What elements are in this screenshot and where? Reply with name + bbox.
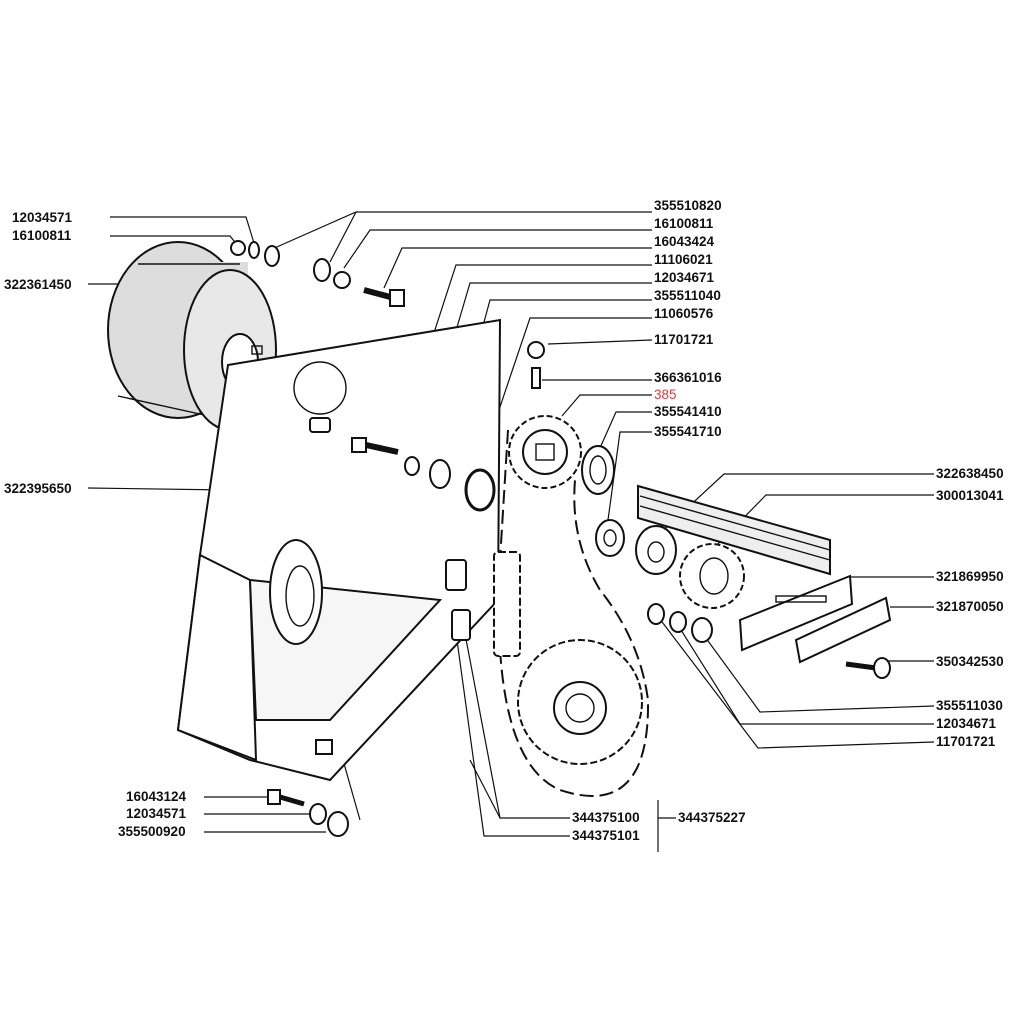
label-16100811-b: 16100811 <box>654 216 714 231</box>
label-355541710: 355541710 <box>654 424 722 439</box>
label-344375101: 344375101 <box>572 828 640 843</box>
housing-bolt-stack <box>351 437 496 512</box>
label-321870050: 321870050 <box>936 599 1004 614</box>
label-322361450: 322361450 <box>4 277 72 292</box>
label-12034571-a: 12034571 <box>12 210 73 225</box>
label-12034671-b: 12034671 <box>936 716 997 731</box>
label-322395650: 322395650 <box>4 481 72 496</box>
label-355500920: 355500920 <box>118 824 186 839</box>
label-350342530: 350342530 <box>936 654 1004 669</box>
chain-housing <box>176 318 502 782</box>
label-16043424: 16043424 <box>654 234 715 249</box>
part-labels: 12034571 16100811 322361450 322395650 35… <box>4 198 1004 843</box>
label-321869950: 321869950 <box>936 569 1004 584</box>
label-11106021: 11106021 <box>654 252 713 267</box>
label-11701721-b: 11701721 <box>936 734 996 749</box>
label-16100811-a: 16100811 <box>12 228 72 243</box>
label-385-highlighted[interactable]: 385 <box>654 387 677 402</box>
label-355541410: 355541410 <box>654 404 722 419</box>
chain-drive <box>445 429 650 797</box>
label-16043124: 16043124 <box>126 789 187 804</box>
label-300013041: 300013041 <box>936 488 1004 503</box>
label-355511030: 355511030 <box>936 698 1003 713</box>
small-sprocket <box>508 341 615 495</box>
shaft-assembly <box>595 484 831 609</box>
label-366361016: 366361016 <box>654 370 722 385</box>
top-left-hardware <box>230 240 405 307</box>
label-11701721-a: 11701721 <box>654 332 714 347</box>
label-344375227: 344375227 <box>678 810 746 825</box>
label-344375100: 344375100 <box>572 810 640 825</box>
label-11060576: 11060576 <box>654 306 714 321</box>
tensioner-plates <box>647 574 892 679</box>
label-12034671-a: 12034671 <box>654 270 715 285</box>
bottom-bolt-stack <box>267 789 349 837</box>
label-355511040: 355511040 <box>654 288 721 303</box>
label-322638450: 322638450 <box>936 466 1004 481</box>
large-sprocket <box>517 639 643 765</box>
label-355510820: 355510820 <box>654 198 722 213</box>
label-12034571-b: 12034571 <box>126 806 187 821</box>
leader-lines <box>87 211 935 852</box>
